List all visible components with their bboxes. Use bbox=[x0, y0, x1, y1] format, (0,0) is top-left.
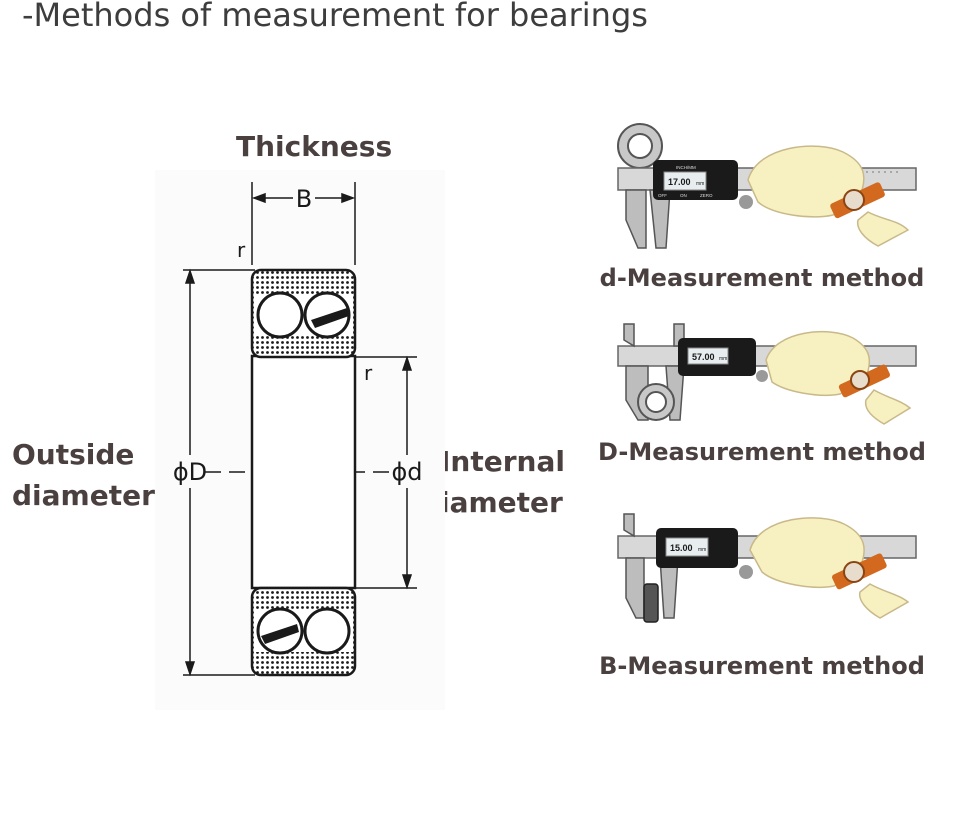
bearing-cross-section-diagram: B r r ϕD ϕd bbox=[155, 170, 445, 710]
d-measurement-method-label: d-Measurement method bbox=[599, 264, 925, 292]
caliper-reading: 15.00 bbox=[670, 543, 693, 553]
inner-diameter-dimension bbox=[355, 355, 417, 590]
top-ring-section bbox=[250, 268, 357, 359]
caliper-on-label: ON bbox=[680, 193, 687, 198]
inner-diameter-mark: ϕd bbox=[391, 458, 422, 486]
bearing-bore bbox=[250, 354, 357, 590]
B-measurement-method-label: B-Measurement method bbox=[599, 652, 925, 680]
outside-diameter-label: Outside diameter bbox=[12, 434, 155, 516]
radius-mark-top: r bbox=[237, 238, 246, 262]
ball bbox=[256, 291, 304, 339]
internal-diameter-label: Internal iameter bbox=[440, 441, 565, 523]
internal-diameter-line-1: Internal bbox=[440, 445, 565, 478]
caliper-zero-label: ZERO bbox=[700, 193, 713, 198]
D-measurement-method-label: D-Measurement method bbox=[598, 438, 926, 466]
internal-diameter-line-2: iameter bbox=[440, 486, 563, 519]
outer-diameter-dimension bbox=[183, 268, 255, 677]
caliper-reading: 57.00 bbox=[692, 352, 715, 362]
page-title: -Methods of measurement for bearings bbox=[22, 0, 648, 34]
width-dimension bbox=[251, 182, 356, 265]
D-measurement-caliper-illustration: 57.00 mm bbox=[617, 323, 917, 425]
outer-diameter-mark: ϕD bbox=[173, 458, 207, 486]
outside-diameter-line-2: diameter bbox=[12, 479, 155, 512]
caliper-unit: mm bbox=[719, 356, 727, 362]
d-measurement-caliper-illustration: 17.00 mm INCH/MM OFF ON ZERO bbox=[617, 123, 917, 249]
ball bbox=[303, 607, 351, 655]
caliper-unit: mm bbox=[698, 547, 706, 553]
radius-mark-inner: r bbox=[364, 361, 373, 385]
outside-diameter-line-1: Outside bbox=[12, 438, 135, 471]
caliper-reading: 17.00 bbox=[668, 177, 691, 187]
thickness-label: Thickness bbox=[236, 130, 393, 163]
bottom-ring-section bbox=[250, 586, 357, 677]
B-measurement-caliper-illustration: 15.00 mm bbox=[617, 513, 917, 623]
width-mark: B bbox=[296, 185, 312, 213]
caliper-mode: INCH/MM bbox=[676, 165, 696, 170]
caliper-off-label: OFF bbox=[658, 193, 667, 198]
caliper-unit: mm bbox=[696, 181, 704, 187]
